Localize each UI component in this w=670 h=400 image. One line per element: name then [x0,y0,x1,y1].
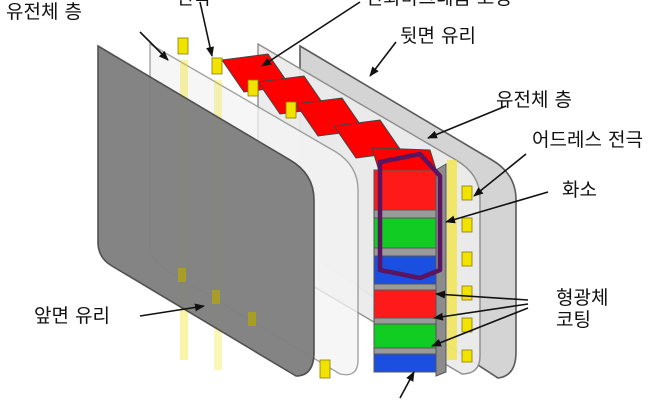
label-rear-glass: 뒷면 유리 [400,25,476,47]
label-pixel: 화소 [562,179,597,201]
label-dielectric-front: 유전체 층 [6,1,82,23]
label-bus-electrode: 전극 [176,0,211,10]
label-front-glass: 앞면 유리 [34,305,110,327]
label-phosphor-line1: 형광체 [556,287,609,309]
label-address-electrode: 어드레스 전극 [532,129,643,151]
label-dielectric-rear: 유전체 층 [496,89,572,111]
leader-lines [139,1,549,399]
label-mgo-coating: 산화마그네슘 코팅 [366,0,512,10]
pixel-outline [377,151,443,281]
label-phosphor-line2: 코팅 [556,308,591,331]
front-glass-panel [97,44,315,377]
glass-electrode-marks [178,268,256,326]
phosphor-cells [221,53,447,377]
label-phosphor-coating: 형광체 코팅 [556,287,646,332]
